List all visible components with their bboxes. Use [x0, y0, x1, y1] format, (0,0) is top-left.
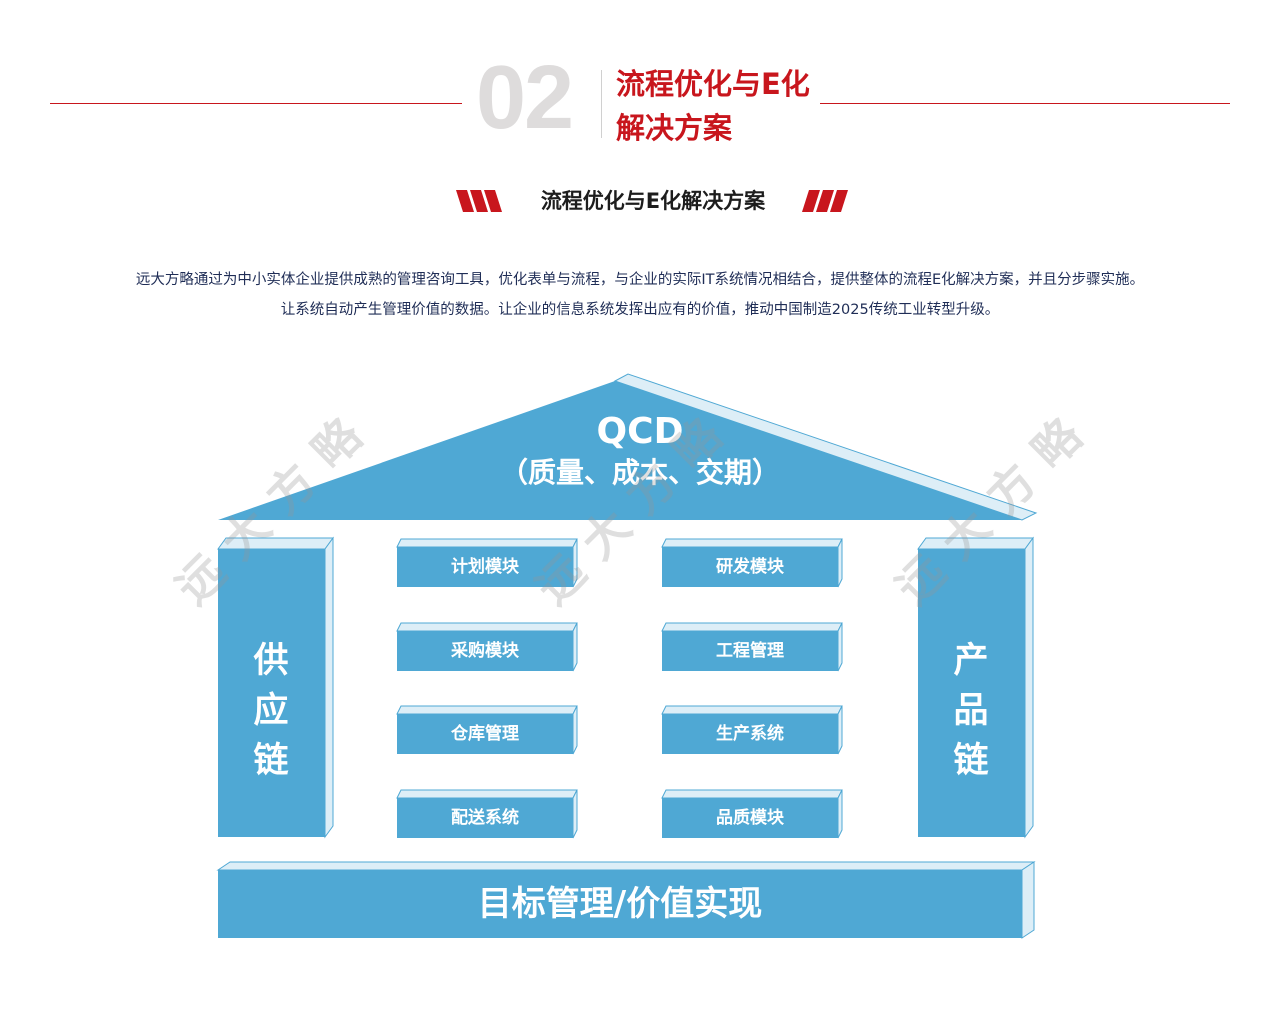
left-pillar-label: 供应链: [251, 636, 291, 786]
module-rnd: 研发模块: [716, 557, 784, 577]
header-rule-right: [820, 103, 1230, 104]
section-title-line1: 流程优化与E化: [616, 67, 810, 101]
module-box-front: [662, 798, 838, 838]
section-title: 流程优化与E化 解决方案: [616, 62, 820, 150]
module-box-front: [397, 798, 573, 838]
module-box: [661, 789, 843, 839]
module-box-front: [397, 547, 573, 587]
header-separator: [601, 70, 602, 138]
base-top: [216, 861, 1036, 871]
right-pillar-char: 品: [953, 691, 989, 731]
left-pillar-char: 供: [253, 641, 289, 681]
right-pillar-side: [1024, 536, 1034, 839]
module-box-front: [397, 714, 573, 754]
base-front: [218, 870, 1022, 938]
section-number: 02: [476, 48, 574, 148]
right-pillar-label: 产品链: [951, 636, 991, 786]
left-pillar-char: 链: [253, 741, 289, 781]
module-box-side: [837, 622, 843, 672]
module-box-front: [662, 631, 838, 671]
base-side: [1021, 861, 1035, 939]
left-pillar-side: [324, 536, 334, 839]
roof-edge: [613, 373, 1038, 521]
module-box-side: [572, 705, 578, 755]
module-box-side: [837, 789, 843, 839]
right-pillar-front: [918, 549, 1025, 837]
module-purchasing: 采购模块: [451, 641, 519, 661]
right-pillar-char: 链: [953, 741, 989, 781]
module-box-top: [396, 789, 578, 799]
module-production: 生产系统: [716, 724, 784, 744]
module-box: [661, 622, 843, 672]
module-box: [396, 789, 578, 839]
module-box-top: [661, 789, 843, 799]
module-box-side: [837, 538, 843, 588]
module-box: [396, 538, 578, 588]
module-box-top: [661, 622, 843, 632]
base-label: 目标管理/价值实现: [477, 884, 763, 924]
roof-subtitle: （质量、成本、交期）: [499, 456, 780, 489]
module-box-top: [661, 705, 843, 715]
stripes-right-icon: [802, 190, 848, 212]
module-box-side: [572, 789, 578, 839]
left-pillar-char: 应: [253, 691, 289, 731]
module-box: [661, 538, 843, 588]
module-box: [396, 622, 578, 672]
module-warehouse: 仓库管理: [451, 724, 519, 744]
description-line-2: 让系统自动产生管理价值的数据。让企业的信息系统发挥出应有的价值，推动中国制造20…: [280, 302, 1000, 318]
module-box-front: [662, 547, 838, 587]
module-box: [396, 705, 578, 755]
module-quality: 品质模块: [716, 808, 784, 828]
module-box-side: [837, 705, 843, 755]
description-line-1: 远大方略通过为中小实体企业提供成熟的管理咨询工具，优化表单与流程，与企业的实际I…: [135, 272, 1145, 288]
stripes-left-icon: [456, 190, 502, 212]
module-box-front: [397, 631, 573, 671]
header-rule-left: [50, 103, 462, 104]
roof: [218, 381, 1022, 520]
subtitle: 流程优化与E化解决方案: [540, 189, 766, 213]
module-engineering: 工程管理: [716, 641, 784, 661]
right-pillar-char: 产: [953, 641, 989, 681]
module-distribution: 配送系统: [451, 808, 519, 828]
module-box-top: [396, 622, 578, 632]
section-title-line2: 解决方案: [616, 111, 733, 145]
module-box-side: [572, 622, 578, 672]
module-box-top: [661, 538, 843, 548]
module-box-front: [662, 714, 838, 754]
module-planning: 计划模块: [451, 557, 519, 577]
left-pillar-front: [218, 549, 325, 837]
module-box-top: [396, 705, 578, 715]
roof-title: QCD: [596, 411, 684, 452]
module-box: [661, 705, 843, 755]
